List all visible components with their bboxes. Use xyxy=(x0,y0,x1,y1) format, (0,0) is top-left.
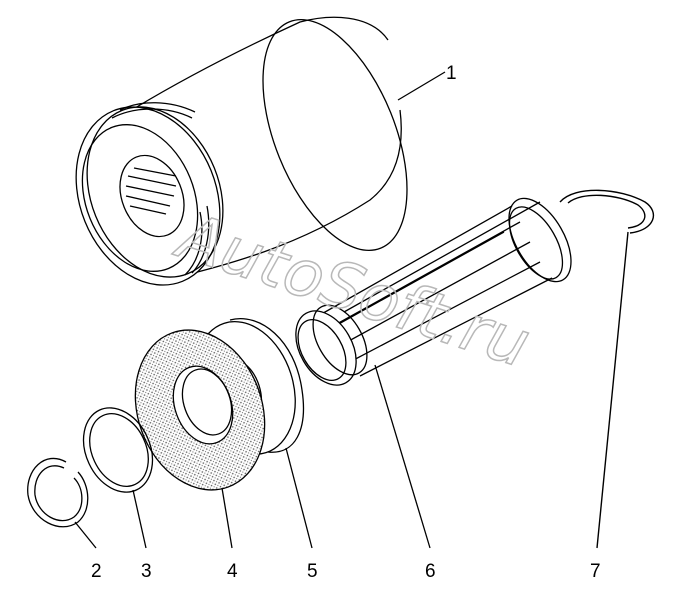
ring-2-inner xyxy=(35,466,82,521)
label-1-leader xyxy=(398,72,445,100)
filter-front-rim-outer xyxy=(50,85,245,307)
frame-near-ring-band xyxy=(302,296,378,384)
label-7: 7 xyxy=(590,561,601,582)
label-2-leader xyxy=(75,522,96,548)
part-4-felt-gasket xyxy=(114,312,287,548)
frame-bars xyxy=(310,202,552,376)
label-7-leader xyxy=(597,232,628,548)
part-6-inner-frame xyxy=(283,188,583,548)
ring-3-inner xyxy=(78,404,159,496)
part-7-snap-ring xyxy=(560,190,653,548)
part-2-snap-ring xyxy=(28,458,96,548)
label-6: 6 xyxy=(425,561,436,582)
filter-front-rim-band xyxy=(63,86,248,297)
frame-near-ring-inner xyxy=(288,311,356,388)
snap-ring-7-inner xyxy=(568,195,645,228)
label-6-leader xyxy=(375,365,430,548)
label-1: 1 xyxy=(446,63,457,84)
label-4-leader xyxy=(222,488,232,548)
label-2: 2 xyxy=(91,561,102,582)
ring-3-outer xyxy=(70,397,165,504)
filter-back-rim xyxy=(234,0,437,271)
label-5-leader xyxy=(286,448,312,548)
label-5: 5 xyxy=(307,561,318,582)
filter-body-outline xyxy=(135,17,401,280)
ring-2-outer xyxy=(28,458,88,526)
gasket-4-hole-inner xyxy=(174,362,240,442)
filter-center-hole xyxy=(108,146,195,246)
frame-far-ring-outer xyxy=(496,188,584,292)
part-3-ring xyxy=(70,397,165,548)
frame-far-ring-inner xyxy=(499,198,574,287)
part-1-filter-element xyxy=(50,0,445,307)
filter-inner-slots xyxy=(126,168,176,214)
filter-rim-stripes xyxy=(112,103,209,275)
label-4: 4 xyxy=(227,561,238,582)
filter-front-rim-inner xyxy=(61,107,218,288)
frame-near-ring-outer xyxy=(283,300,368,395)
label-3-leader xyxy=(133,490,146,548)
label-3: 3 xyxy=(141,561,152,582)
snap-ring-7-outer xyxy=(560,190,653,233)
